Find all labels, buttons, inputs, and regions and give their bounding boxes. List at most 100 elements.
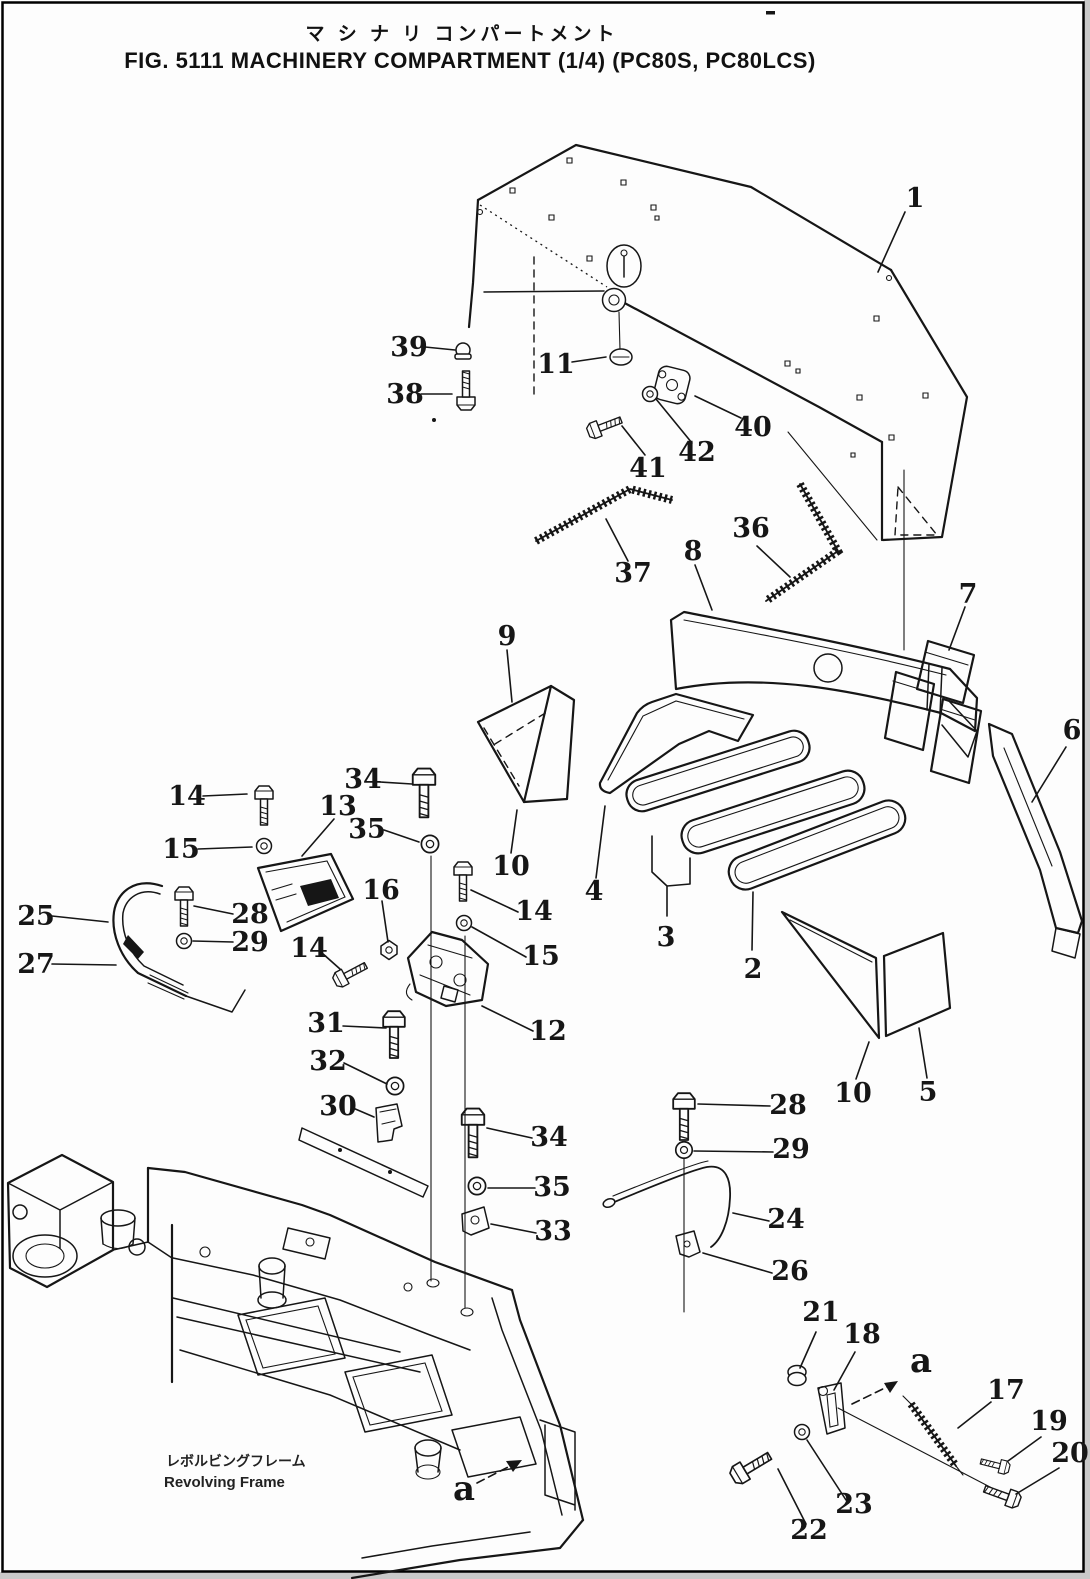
callout-13: 13: [319, 791, 357, 822]
callout-26: 26: [771, 1256, 809, 1287]
fastener-bolt-19: [978, 1454, 1012, 1476]
callout-25: 25: [17, 901, 55, 932]
hood-lock: [601, 244, 642, 351]
registration-tick: [766, 11, 775, 15]
view-arrow-a-upper: [851, 1381, 898, 1405]
part-clip-30: [375, 1103, 403, 1143]
fastener-washer-15a: [255, 837, 273, 855]
part-bracket-33: [461, 1206, 490, 1236]
callout-37: 37: [614, 558, 652, 589]
callout-23: 23: [835, 1489, 873, 1520]
callout-40: 40: [734, 412, 772, 443]
fastener-washer-32: [385, 1076, 405, 1096]
callout-36: 36: [732, 513, 770, 544]
callout-10: 10: [834, 1078, 872, 1109]
fastener-bolt-20: [981, 1480, 1024, 1511]
part-small-panel-left: [883, 670, 936, 752]
part-engine-hood: [467, 143, 969, 651]
part-hinge-18: [817, 1382, 846, 1435]
callout-28: 28: [769, 1090, 807, 1121]
callout-33: 33: [534, 1216, 572, 1247]
part-panel-6: [987, 722, 1084, 959]
section-line: [837, 1407, 1016, 1501]
fastener-bolt-22: [726, 1446, 776, 1488]
fastener-washer-29b: [674, 1140, 694, 1160]
callout-17: 17: [987, 1375, 1025, 1406]
callout-39: 39: [390, 332, 428, 363]
fastener-washer-15b: [455, 914, 473, 932]
callout-14: 14: [290, 933, 328, 964]
callout-16: 16: [362, 875, 400, 906]
callout-15: 15: [162, 834, 200, 865]
callout-6: 6: [1063, 715, 1082, 746]
fastener-bolt-14c: [453, 861, 473, 902]
fastener-bolt-34a: [411, 767, 437, 819]
callout-34: 34: [344, 764, 382, 795]
callout-21: 21: [802, 1297, 840, 1328]
fastener-bolt-28a: [174, 886, 194, 927]
part-clip-26: [675, 1230, 701, 1258]
part-plate-5: [780, 910, 952, 1040]
callout-24: 24: [767, 1204, 805, 1235]
callout-41: 41: [629, 453, 667, 484]
callout-20: 20: [1051, 1438, 1089, 1469]
part-revolving-frame: [6, 1153, 585, 1579]
part-pad-L4: [598, 692, 755, 795]
part-rod-24: [602, 1160, 731, 1248]
callout-35: 35: [533, 1172, 571, 1203]
callout-27: 27: [17, 949, 55, 980]
fastener-washer-35a: [420, 834, 440, 854]
scan-edge-bottom: [0, 1572, 1090, 1579]
callout-29: 29: [231, 927, 269, 958]
callout-14: 14: [515, 896, 553, 927]
leader-lines: [51, 211, 1067, 1525]
callout-38: 38: [386, 379, 424, 410]
callout-10: 10: [492, 851, 530, 882]
callout-11: 11: [537, 349, 575, 380]
fastener-washer-29a: [175, 932, 193, 950]
fastener-bolt-14a: [254, 785, 274, 826]
fastener-nut-21: [787, 1364, 807, 1387]
assembly-axis-lines: [430, 855, 466, 1309]
part-strip-plate: [298, 1127, 429, 1198]
callout-15: 15: [522, 941, 560, 972]
callout-7: 7: [959, 579, 978, 610]
callout-28: 28: [231, 899, 269, 930]
callout-2: 2: [744, 954, 763, 985]
callout-34: 34: [530, 1122, 568, 1153]
rod-37: [534, 484, 674, 545]
part-panel-7: [915, 639, 976, 705]
part-small-panel-right: [929, 697, 983, 785]
callout-8: 8: [684, 536, 703, 567]
part-pad-bar-c: [727, 799, 907, 891]
part-plate-9: [476, 684, 576, 804]
part-pad-bar-a: [625, 729, 811, 813]
scan-edge-right: [1084, 0, 1090, 1579]
callout-5: 5: [919, 1077, 938, 1108]
fastener-bolt-28b: [672, 1092, 696, 1141]
part-hook-25-27: [112, 882, 246, 1013]
callout-32: 32: [309, 1046, 347, 1077]
fastener-washer-35b: [467, 1176, 487, 1196]
fastener-nut-39: [454, 342, 472, 360]
frame-note-en: Revolving Frame: [164, 1474, 285, 1491]
callout-19: 19: [1030, 1406, 1068, 1437]
fastener-washer-23: [793, 1423, 811, 1441]
callout-31: 31: [307, 1008, 345, 1039]
figure-title-en: FIG. 5111 MACHINERY COMPARTMENT (1/4) (P…: [124, 48, 816, 73]
callout-12: 12: [529, 1016, 567, 1047]
callout-a: a: [453, 1469, 475, 1509]
fastener-nut-16: [380, 939, 398, 961]
callout-18: 18: [843, 1319, 881, 1350]
callout-1: 1: [906, 183, 925, 214]
callout-14: 14: [168, 781, 206, 812]
callout-a: a: [910, 1341, 932, 1381]
latch-40: [653, 365, 691, 405]
rod-36: [763, 482, 844, 605]
callout-22: 22: [790, 1515, 828, 1546]
fastener-bolt-14b: [330, 957, 371, 990]
